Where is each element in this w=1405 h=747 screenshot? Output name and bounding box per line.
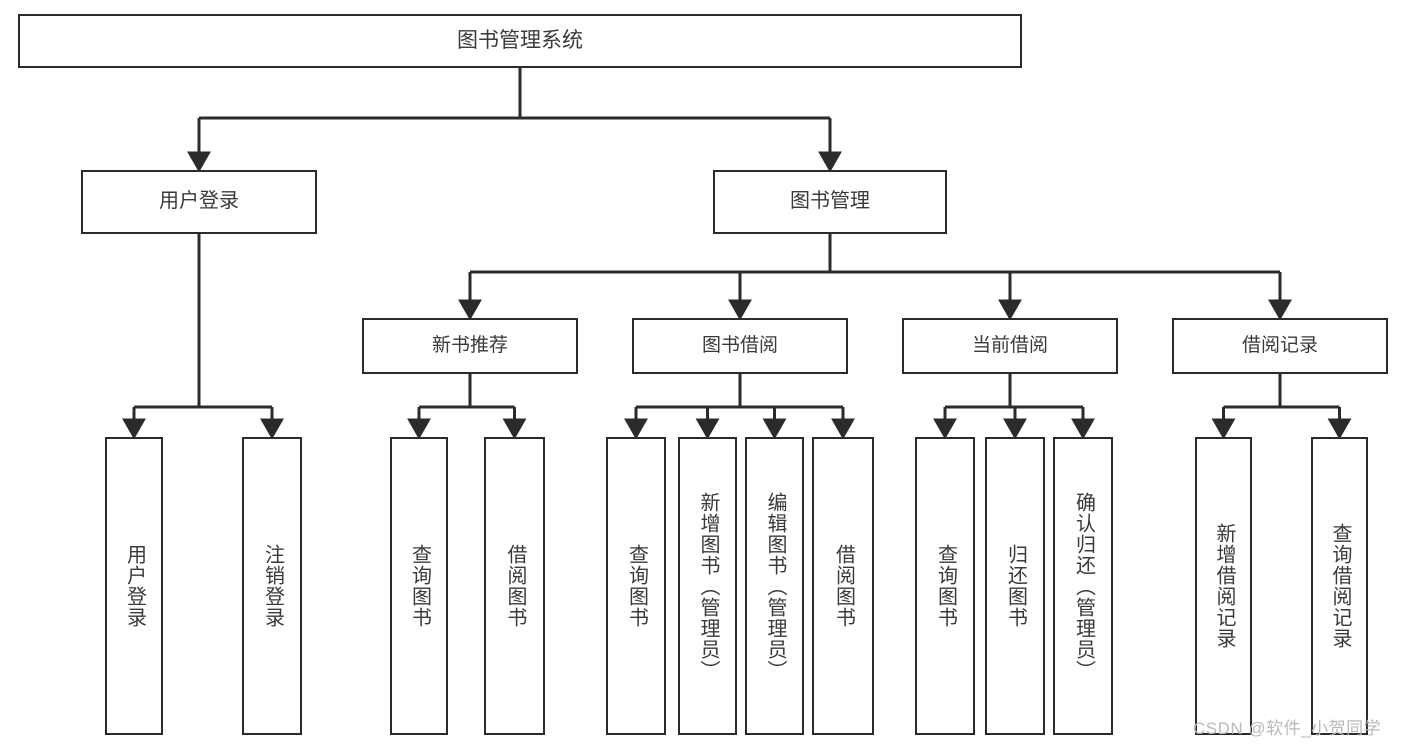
node-new-book-recommend[interactable]: 新书推荐 xyxy=(362,318,578,374)
csdn-watermark: CSDN @软件_小贺同学 xyxy=(1193,719,1382,738)
node-label: 查询图书 xyxy=(934,544,957,628)
node-label: 归还图书 xyxy=(1004,544,1027,628)
node-label: 当前借阅 xyxy=(971,334,1048,356)
node-label: 用户登录 xyxy=(123,544,146,628)
node-label: 编辑图书（管理员） xyxy=(764,491,786,681)
node-leaf-logout[interactable]: 注销登录 xyxy=(242,437,302,735)
node-label: 图书管理 xyxy=(790,190,870,213)
node-label: 用户登录 xyxy=(159,190,239,213)
node-label: 图书管理系统 xyxy=(457,28,583,52)
node-label: 查询借阅记录 xyxy=(1329,523,1351,649)
node-leaf-query-book-2[interactable]: 查询图书 xyxy=(606,437,666,735)
node-book-borrow[interactable]: 图书借阅 xyxy=(632,318,848,374)
node-user-login[interactable]: 用户登录 xyxy=(81,170,317,234)
node-label: 查询图书 xyxy=(625,544,648,628)
node-borrow-record[interactable]: 借阅记录 xyxy=(1172,318,1388,374)
node-leaf-borrow-book-2[interactable]: 借阅图书 xyxy=(812,437,874,735)
node-leaf-return-book[interactable]: 归还图书 xyxy=(985,437,1045,735)
node-label: 图书借阅 xyxy=(701,334,778,356)
node-leaf-borrow-book-1[interactable]: 借阅图书 xyxy=(484,437,545,735)
node-leaf-add-book[interactable]: 新增图书（管理员） xyxy=(678,437,737,735)
node-leaf-query-book-1[interactable]: 查询图书 xyxy=(390,437,448,735)
node-label: 借阅记录 xyxy=(1241,334,1318,356)
node-leaf-query-book-3[interactable]: 查询图书 xyxy=(915,437,975,735)
node-label: 借阅图书 xyxy=(504,544,526,628)
node-label: 注销登录 xyxy=(261,544,284,628)
node-leaf-add-record[interactable]: 新增借阅记录 xyxy=(1195,437,1252,735)
node-label: 新书推荐 xyxy=(431,334,508,356)
node-label: 新增图书（管理员） xyxy=(697,491,719,681)
node-leaf-edit-book[interactable]: 编辑图书（管理员） xyxy=(745,437,804,735)
node-leaf-user-login[interactable]: 用户登录 xyxy=(105,437,163,735)
node-label: 新增借阅记录 xyxy=(1213,523,1235,649)
node-leaf-query-record[interactable]: 查询借阅记录 xyxy=(1311,437,1368,735)
node-label: 查询图书 xyxy=(408,544,431,628)
node-label: 确认归还（管理员） xyxy=(1072,491,1095,681)
node-leaf-confirm-return[interactable]: 确认归还（管理员） xyxy=(1053,437,1113,735)
node-root[interactable]: 图书管理系统 xyxy=(18,14,1022,68)
node-label: 借阅图书 xyxy=(832,544,855,628)
node-book-manage[interactable]: 图书管理 xyxy=(713,170,947,234)
node-current-borrow[interactable]: 当前借阅 xyxy=(902,318,1118,374)
